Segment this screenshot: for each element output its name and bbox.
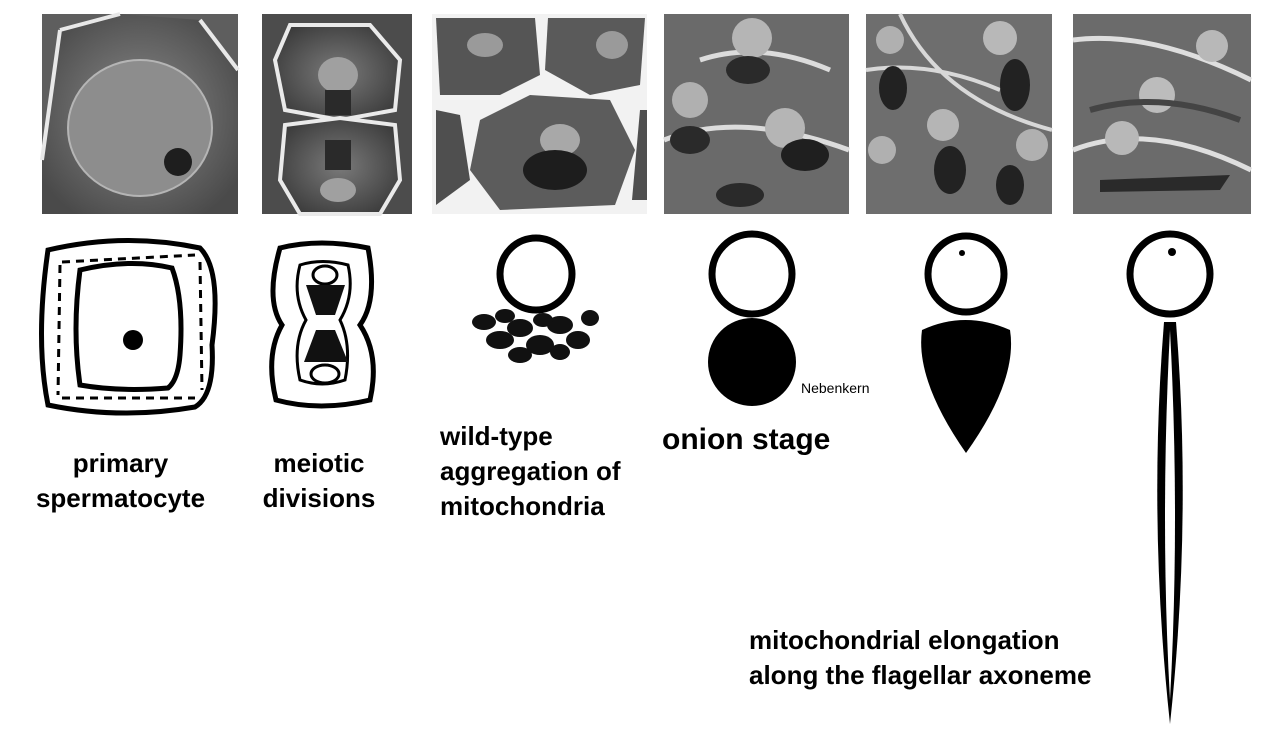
schematic-primary-spermatocyte xyxy=(39,237,218,416)
micrograph-nebenkern-elongation xyxy=(865,13,1053,214)
schematic-onion-stage xyxy=(708,230,796,406)
schematic-meiotic-divisions xyxy=(269,240,376,409)
schematic-flagellar-elongation xyxy=(1126,230,1214,724)
micrograph-mitochondria-aggregation xyxy=(432,14,647,214)
label-nebenkern: Nebenkern xyxy=(801,380,870,396)
label-primary-spermatocyte: primary spermatocyte xyxy=(35,448,206,513)
micrograph-flagellar-elongation xyxy=(1072,14,1253,214)
label-mitochondrial-elongation: mitochondrial elongation along the flage… xyxy=(749,625,1092,690)
schematic-mitochondria-aggregation xyxy=(472,234,599,363)
micrograph-primary-spermatocyte xyxy=(40,12,240,214)
micrograph-onion-stage xyxy=(663,14,850,214)
label-onion-stage: onion stage xyxy=(662,423,831,456)
label-wild-type-aggregation: wild-type aggregation of mitochondria xyxy=(440,421,621,521)
label-meiotic-divisions: meiotic divisions xyxy=(262,448,376,513)
schematic-nebenkern-elongation xyxy=(921,232,1012,453)
micrograph-meiotic-divisions xyxy=(262,14,412,216)
